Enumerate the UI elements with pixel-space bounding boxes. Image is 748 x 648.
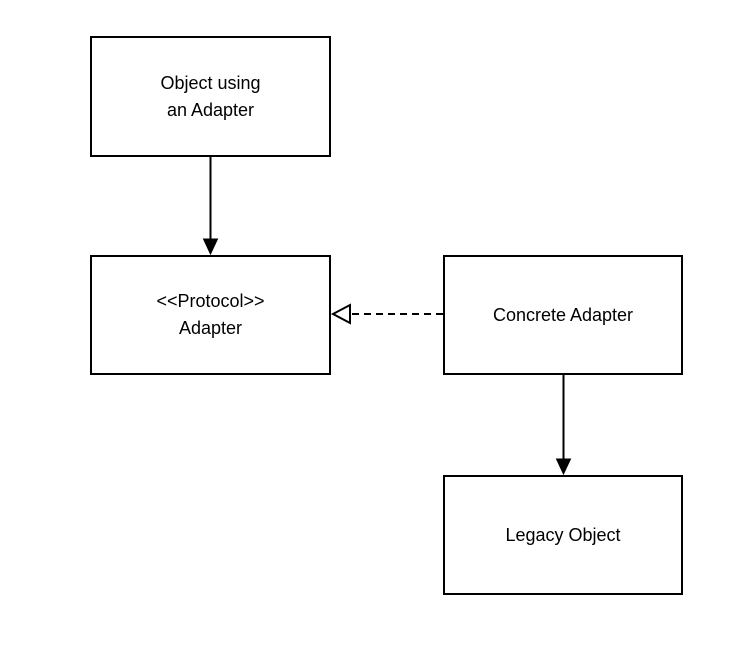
edge-concrete-to-legacy	[555, 375, 572, 476]
hollow-triangle-arrowhead-icon	[330, 303, 351, 325]
node-label: <<Protocol>> Adapter	[156, 291, 265, 338]
node-concrete-adapter[interactable]: Concrete Adapter	[443, 255, 683, 375]
filled-arrowhead-icon	[202, 238, 219, 256]
node-legacy-object[interactable]: Legacy Object	[443, 475, 683, 595]
node-protocol-adapter[interactable]: <<Protocol>> Adapter	[90, 255, 331, 375]
node-label: Object using an Adapter	[160, 72, 261, 120]
filled-arrowhead-icon	[555, 458, 572, 476]
node-label: Legacy Object	[505, 524, 621, 545]
edge-client-to-protocol	[202, 157, 219, 256]
edge-concrete-to-protocol	[330, 303, 443, 325]
node-label: Concrete Adapter	[492, 304, 634, 325]
node-object-using-an-adapter[interactable]: Object using an Adapter	[90, 36, 331, 157]
